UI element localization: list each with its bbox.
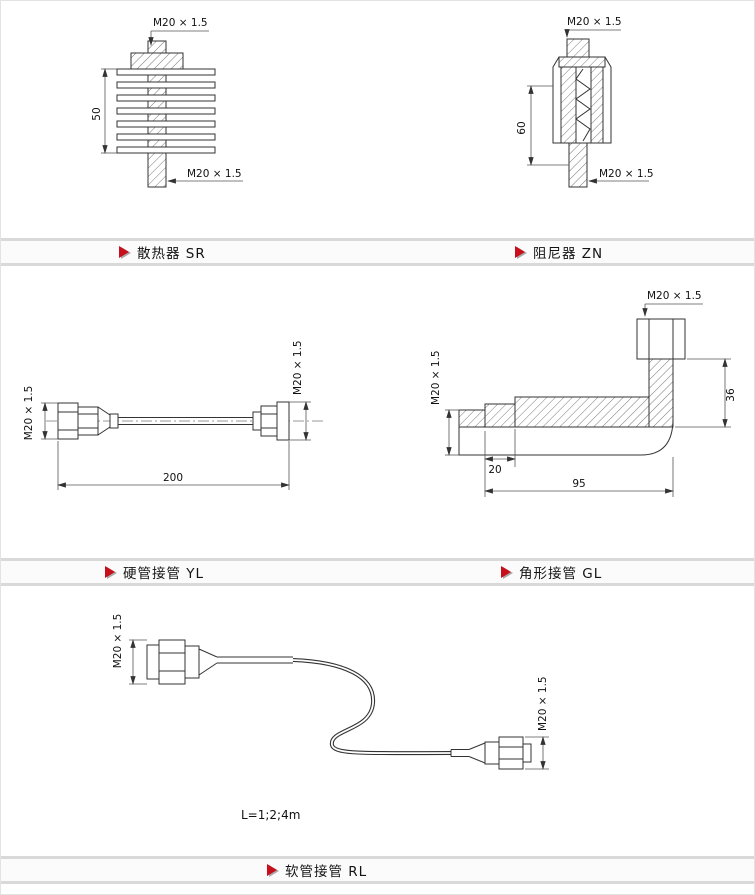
gl-dim-length: 95: [484, 457, 674, 497]
drawing-flex-hose-rl: M20 × 1.5 M20 × 1.5 L=1;2;4m: [112, 614, 549, 822]
yl-thread-left-label: M20 × 1.5: [23, 386, 35, 441]
zn-height-label: 60: [516, 121, 528, 134]
zn-dims: M20 × 1.5 60 M20 × 1.5: [516, 16, 654, 184]
gl-dims: M20 × 1.5 36 M20 × 1.5: [430, 290, 737, 497]
section-label-rl: 软管接管 RL: [267, 860, 367, 880]
gl-thread-top-label: M20 × 1.5: [647, 290, 702, 302]
section-label-gl-text: 角形接管 GL: [519, 566, 603, 582]
red-arrow-icon: [267, 864, 277, 876]
sr-dim-thread-top: M20 × 1.5: [148, 17, 209, 46]
section-label-zn-text: 阻尼器 ZN: [533, 246, 604, 262]
sr-dim-thread-bottom: M20 × 1.5: [167, 168, 243, 184]
red-arrow-icon: [105, 566, 115, 578]
gl-height-label: 36: [725, 388, 737, 402]
yl-dim-thread-left: M20 × 1.5: [23, 386, 58, 441]
gl-dim-thread-left: M20 × 1.5: [430, 350, 459, 456]
zn-dim-height: 60: [516, 85, 569, 166]
red-arrow-icon: [119, 246, 129, 258]
yl-length-label: 200: [163, 472, 183, 484]
rl-length-note: L=1;2;4m: [241, 808, 300, 822]
yl-part: [57, 401, 290, 441]
gl-dim-offset: 20: [484, 429, 516, 497]
drawing-damper-zn: M20 × 1.5 60 M20 × 1.5: [516, 16, 654, 188]
zn-part: [552, 38, 612, 188]
rl-thread-left-label: M20 × 1.5: [112, 614, 124, 669]
section-divider-top: 散热器 SR 阻尼器 ZN: [1, 238, 754, 266]
section-label-yl-text: 硬管接管 YL: [123, 566, 205, 582]
gl-dim-height: 36: [675, 358, 737, 428]
gl-offset-label: 20: [488, 464, 501, 476]
gl-dim-thread-top: M20 × 1.5: [642, 290, 703, 317]
rl-dim-thread-left: M20 × 1.5: [112, 614, 147, 685]
rl-dims: M20 × 1.5 M20 × 1.5 L=1;2;4m: [112, 614, 549, 822]
gl-thread-left-label: M20 × 1.5: [430, 350, 442, 405]
gl-length-label: 95: [572, 478, 585, 490]
section-label-rl-text: 软管接管 RL: [285, 864, 368, 880]
red-arrow-icon: [515, 246, 525, 258]
rl-dim-thread-right: M20 × 1.5: [525, 676, 549, 770]
rl-thread-right-label: M20 × 1.5: [537, 676, 549, 731]
yl-dims: M20 × 1.5 M20 × 1.5 200: [23, 340, 311, 490]
sr-thread-bottom-label: M20 × 1.5: [187, 168, 242, 180]
drawing-heatsink-sr: M20 × 1.5 50 M20 × 1.5: [91, 17, 243, 188]
section-label-yl: 硬管接管 YL: [105, 562, 204, 582]
section-label-zn: 阻尼器 ZN: [515, 242, 603, 262]
yl-thread-right-label: M20 × 1.5: [292, 340, 304, 395]
zn-dim-thread-bottom: M20 × 1.5: [588, 168, 654, 184]
section-label-gl: 角形接管 GL: [501, 562, 602, 582]
zn-thread-bottom-label: M20 × 1.5: [599, 168, 654, 180]
section-label-sr: 散热器 SR: [119, 242, 206, 262]
sr-height-label: 50: [91, 107, 103, 120]
sr-dims: M20 × 1.5 50 M20 × 1.5: [91, 17, 243, 184]
yl-dim-thread-right: M20 × 1.5: [289, 340, 311, 441]
section-label-sr-text: 散热器 SR: [137, 246, 206, 262]
zn-dim-thread-top: M20 × 1.5: [564, 16, 622, 38]
red-arrow-icon: [501, 566, 511, 578]
gl-part: [458, 318, 686, 456]
sr-dim-height: 50: [91, 68, 117, 154]
section-divider-bottom: 软管接管 RL: [1, 856, 754, 884]
section-divider-middle: 硬管接管 YL 角形接管 GL: [1, 558, 754, 586]
yl-dim-length: 200: [57, 441, 290, 490]
zn-thread-top-label: M20 × 1.5: [567, 16, 622, 28]
sr-thread-top-label: M20 × 1.5: [153, 17, 208, 29]
rl-part: [146, 639, 532, 770]
sr-part: [116, 40, 216, 188]
drawing-angle-connector-gl: M20 × 1.5 36 M20 × 1.5: [430, 290, 737, 497]
drawing-rigid-pipe-yl: M20 × 1.5 M20 × 1.5 200: [23, 340, 323, 490]
